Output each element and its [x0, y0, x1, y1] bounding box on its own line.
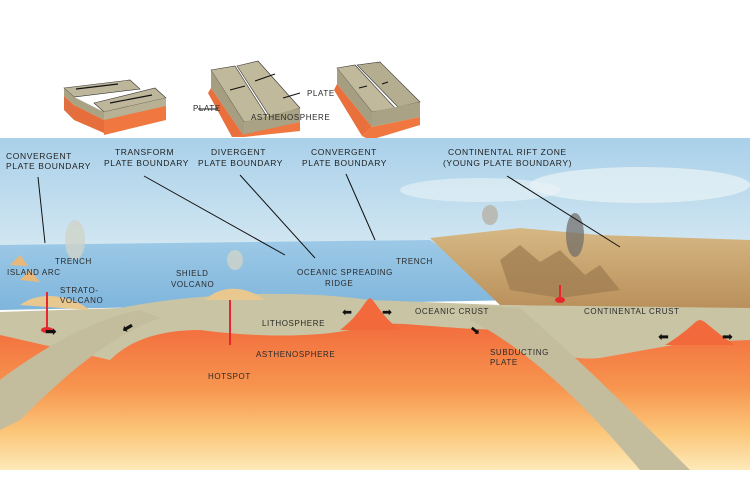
spreading-ridge-label-1: OCEANIC SPREADING — [297, 268, 393, 277]
ocean — [0, 240, 520, 310]
hotspot-label: HOTSPOT — [208, 372, 251, 381]
oceanic-crust-label: OCEANIC CRUST — [415, 307, 489, 316]
trench-right-label: TRENCH — [396, 257, 433, 266]
arrow-icon — [109, 94, 153, 104]
subducting-plate-label-1: SUBDUCTING — [490, 348, 549, 357]
rift-line1: CONTINENTAL RIFT ZONE — [448, 147, 567, 157]
divergent-line1: DIVERGENT — [211, 147, 266, 157]
shield-volcano-label-2: VOLCANO — [171, 280, 214, 289]
arrow-right-icon: ➡ — [722, 329, 733, 344]
subducting-slab — [470, 305, 690, 470]
divergent-line2: PLATE BOUNDARY — [198, 158, 283, 168]
transform-block-inset — [63, 79, 167, 135]
subducting-plate-label-2: PLATE — [490, 358, 518, 367]
lithosphere-layer — [0, 293, 750, 360]
arrow-icon — [254, 73, 276, 82]
arrow-icon — [358, 85, 368, 89]
arrow-right-icon: ➡ — [382, 305, 392, 319]
asthenosphere-inset-label: ASTHENOSPHERE — [251, 113, 330, 122]
convergent-left-line1: CONVERGENT — [6, 151, 72, 161]
convergent-left-line2: PLATE BOUNDARY — [6, 161, 91, 171]
divergent-block-inset: PLATE PLATE ASTHENOSPHERE — [193, 60, 335, 137]
convergent-right-line1: CONVERGENT — [311, 147, 377, 157]
arrow-left-icon: ⬅ — [342, 305, 352, 319]
transform-line2: PLATE BOUNDARY — [104, 158, 189, 168]
island-arc-label: ISLAND ARC — [7, 268, 61, 277]
shield-volcano-label-1: SHIELD — [176, 269, 209, 278]
stratovolcano-label-1: STRATO- — [60, 286, 99, 295]
plate-label-left: PLATE — [193, 104, 221, 113]
plate-label-right: PLATE — [307, 89, 335, 98]
trench-left-label: TRENCH — [55, 257, 92, 266]
spreading-ridge-label-2: RIDGE — [325, 279, 353, 288]
arrow-icon — [381, 81, 389, 85]
rift-line2: (YOUNG PLATE BOUNDARY) — [443, 158, 572, 168]
continental-crust-label: CONTINENTAL CRUST — [584, 307, 680, 316]
motion-arrows: ➡ ⬅ ⬅ ➡ ➡ ⬅ ➡ — [45, 305, 733, 344]
cross-section — [0, 138, 750, 470]
stratovolcano-label-2: VOLCANO — [60, 296, 103, 305]
lithosphere-label: LITHOSPHERE — [262, 319, 325, 328]
arrow-right-icon: ➡ — [45, 323, 57, 339]
arrow-icon — [229, 85, 246, 91]
arrow-icon — [75, 83, 119, 90]
arrow-left-icon: ⬅ — [658, 329, 669, 344]
transform-line1: TRANSFORM — [115, 147, 174, 157]
convergent-right-line2: PLATE BOUNDARY — [302, 158, 387, 168]
asthenosphere-label: ASTHENOSPHERE — [256, 350, 335, 359]
convergent-block-inset — [334, 61, 421, 140]
